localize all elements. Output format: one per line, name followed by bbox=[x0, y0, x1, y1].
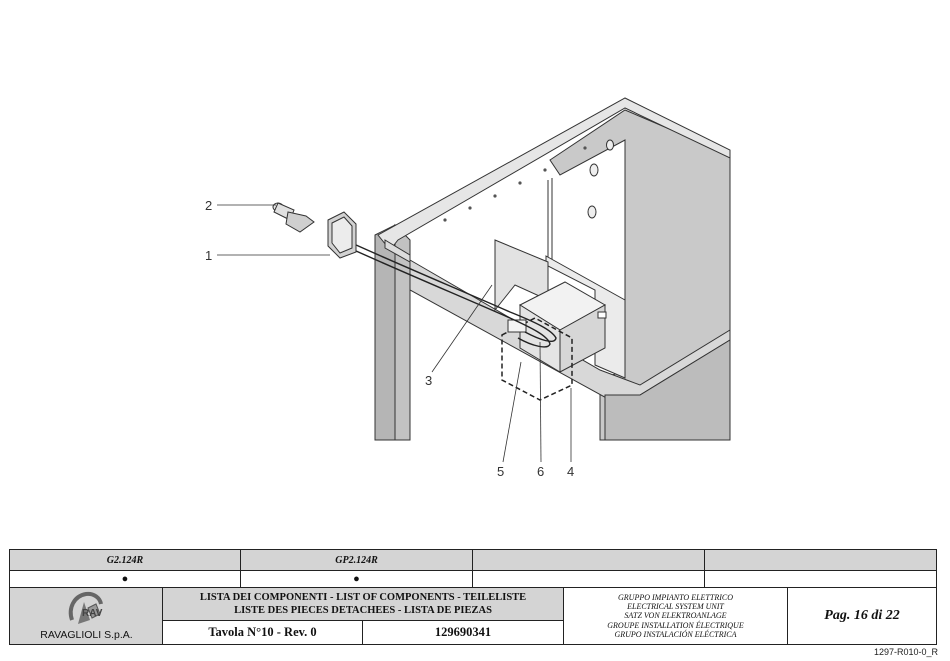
drawing-code: 129690341 bbox=[363, 621, 564, 644]
page-number: Pag. 16 di 22 bbox=[824, 608, 900, 623]
exploded-view-drawing: 2 1 3 5 6 4 bbox=[205, 97, 731, 479]
callout-4: 4 bbox=[567, 464, 574, 479]
group-line: SATZ VON ELEKTROANLAGE bbox=[624, 611, 727, 621]
model-cell-3 bbox=[473, 550, 705, 570]
component-list-title: LISTA DEI COMPONENTI - LIST OF COMPONENT… bbox=[163, 588, 564, 621]
model-cell-1: G2.124R bbox=[10, 550, 241, 570]
model-cell-4 bbox=[705, 550, 936, 570]
mounting-plate-front bbox=[494, 239, 549, 312]
model-mark-row: ● ● bbox=[10, 570, 936, 588]
transformer bbox=[518, 281, 607, 373]
company-name: RAVAGLIOLI S.p.A. bbox=[40, 629, 133, 641]
list-title-line-1: LISTA DEI COMPONENTI - LIST OF COMPONENT… bbox=[199, 592, 527, 603]
mark-cell-1: ● bbox=[10, 570, 241, 587]
applicability-mark: ● bbox=[353, 572, 360, 585]
switch-part-1 bbox=[327, 211, 357, 259]
callout-1: 1 bbox=[205, 248, 212, 263]
wire-harness bbox=[344, 239, 557, 348]
title-block-lower: RAV RAVAGLIOLI S.p.A. LISTA DEI COMPONEN… bbox=[10, 588, 936, 644]
logo-lettering: RAV bbox=[82, 608, 103, 619]
model-name: GP2.124R bbox=[335, 554, 378, 566]
rail-holes bbox=[443, 146, 587, 222]
mark-cell-3 bbox=[473, 570, 705, 587]
wall-holes bbox=[587, 139, 614, 219]
drawing-reference: 1297-R010-0_R bbox=[873, 647, 938, 657]
model-name: G2.124R bbox=[106, 554, 144, 566]
callout-3: 3 bbox=[425, 373, 432, 388]
group-line: GRUPPO IMPIANTO ELETTRICO bbox=[618, 593, 733, 602]
cabinet-front-right bbox=[604, 339, 731, 441]
title-block: G2.124R GP2.124R ● ● RAV RAVAGLIOLI S.p.… bbox=[9, 549, 937, 645]
leader-lines bbox=[217, 204, 572, 463]
list-title-line-2: LISTE DES PIECES DETACHEES - LISTA DE PI… bbox=[234, 605, 492, 616]
terminal-block bbox=[501, 317, 573, 401]
model-cell-2: GP2.124R bbox=[241, 550, 473, 570]
mark-cell-4 bbox=[705, 570, 936, 587]
group-line: ELECTRICAL SYSTEM UNIT bbox=[627, 602, 724, 612]
logo-cell: RAV RAVAGLIOLI S.p.A. bbox=[10, 588, 163, 644]
callout-2: 2 bbox=[205, 198, 212, 213]
knob-part-2 bbox=[272, 202, 315, 233]
group-description: GRUPPO IMPIANTO ELETTRICO ELECTRICAL SYS… bbox=[564, 588, 788, 644]
model-header-row: G2.124R GP2.124R bbox=[10, 550, 936, 571]
table-revision: Tavola N°10 - Rev. 0 bbox=[163, 621, 363, 644]
applicability-mark: ● bbox=[121, 572, 129, 585]
group-line: GROUPE INSTALLATION ÉLECTRIQUE bbox=[607, 620, 744, 630]
mark-cell-2: ● bbox=[241, 570, 473, 587]
cabinet-top-lip bbox=[384, 239, 411, 263]
callout-5: 5 bbox=[497, 464, 504, 479]
ravaglioli-logo-icon: RAV bbox=[68, 591, 103, 624]
callout-6: 6 bbox=[537, 464, 544, 479]
group-line: GRUPO INSTALACIÓN ELÉCTRICA bbox=[614, 629, 737, 639]
